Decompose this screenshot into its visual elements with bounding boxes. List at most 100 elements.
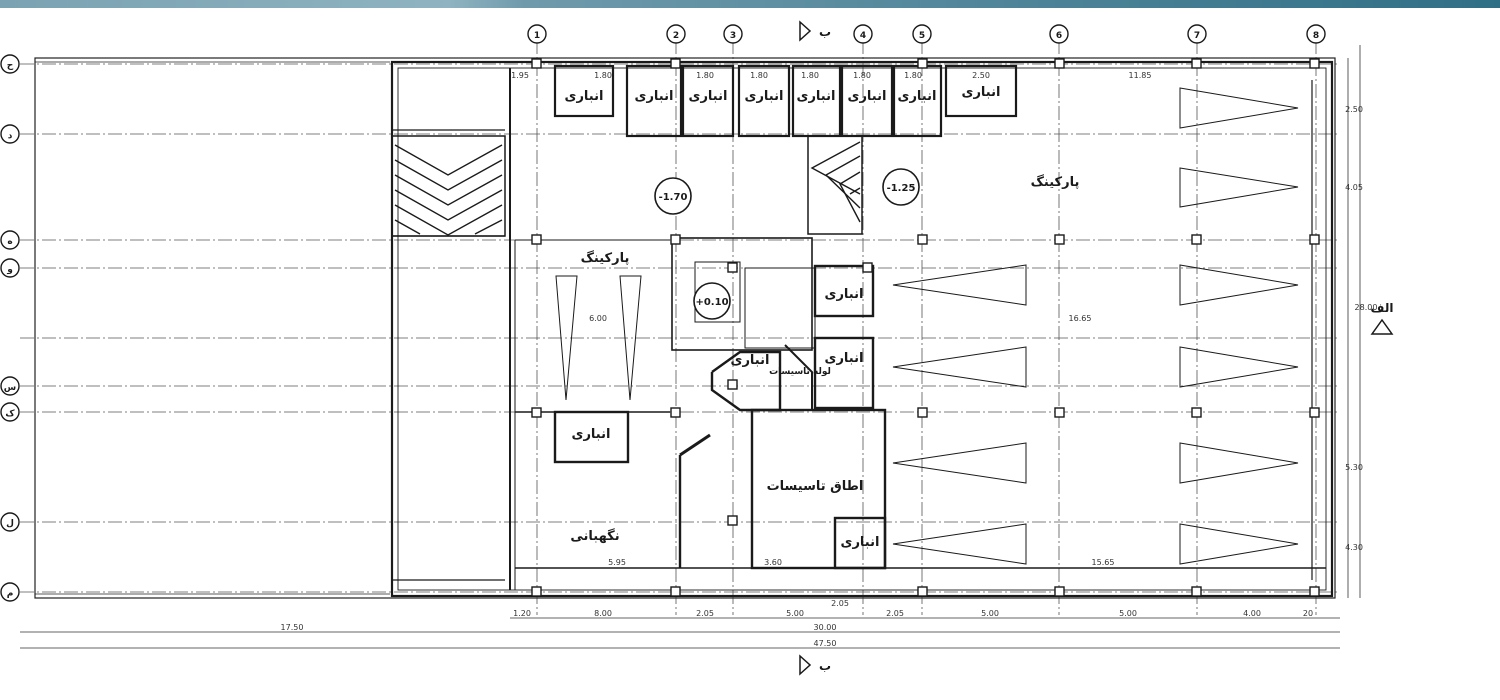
level-markers: -1.70 -1.25 +0.10 bbox=[654, 168, 920, 320]
dim-inner-4: 6.00 bbox=[589, 314, 607, 323]
ramp-left bbox=[391, 135, 506, 237]
shaft-label: لوله تاسیسات bbox=[769, 367, 831, 377]
row-axis-bubbles: ح د ه و س ک ل م bbox=[0, 54, 20, 602]
svg-text:ح: ح bbox=[7, 61, 14, 71]
dim-bottom-9: 20 bbox=[1303, 609, 1313, 618]
dim-inner-2: 3.60 bbox=[764, 558, 782, 567]
parking-label-left: پارکینگ bbox=[581, 250, 630, 266]
header-banner bbox=[0, 0, 1500, 8]
section-marks: ب ب الف bbox=[799, 20, 1394, 676]
storage-label: انباری bbox=[797, 89, 836, 104]
dim-right-4: 28.00 bbox=[1355, 303, 1378, 312]
dim-total-1: 30.00 bbox=[814, 623, 837, 632]
storage-label: انباری bbox=[565, 89, 604, 104]
dim-right-0: 2.50 bbox=[1345, 105, 1363, 114]
level-marker-c: +0.10 bbox=[693, 282, 731, 320]
parking-label-main: پارکینگ bbox=[1031, 174, 1080, 190]
svg-text:2: 2 bbox=[673, 31, 679, 41]
core-walls bbox=[671, 237, 887, 570]
axis-bubble-row-3: ه bbox=[0, 230, 20, 250]
svg-text:5: 5 bbox=[919, 31, 925, 41]
level-marker-a: -1.70 bbox=[654, 177, 692, 215]
svg-text:-1.70: -1.70 bbox=[659, 192, 688, 203]
guard-room-label: نگهبانی bbox=[570, 528, 619, 544]
axis-bubble-7: 7 bbox=[1187, 24, 1207, 44]
svg-text:3: 3 bbox=[730, 31, 736, 41]
axis-bubble-row-2: د bbox=[0, 124, 20, 144]
axis-bubble-row-1: ح bbox=[0, 54, 20, 74]
dim-inner-5: 16.65 bbox=[1069, 314, 1092, 323]
dim-bottom-0: 1.20 bbox=[513, 609, 531, 618]
section-mark-top: ب bbox=[799, 20, 831, 42]
dim-bottom-3: 5.00 bbox=[786, 609, 804, 618]
storage-label: انباری bbox=[848, 89, 887, 104]
columns bbox=[531, 58, 1320, 597]
svg-text:1: 1 bbox=[534, 31, 540, 41]
axis-bubble-3: 3 bbox=[723, 24, 743, 44]
ramp-right bbox=[807, 135, 863, 235]
dim-right-3: 4.30 bbox=[1345, 543, 1363, 552]
dim-bottom-2: 2.05 bbox=[696, 609, 714, 618]
svg-text:+0.10: +0.10 bbox=[695, 297, 728, 308]
column-axis-bubbles: 1 2 3 4 5 6 7 8 bbox=[527, 24, 1326, 44]
section-mark-right: الف bbox=[1371, 301, 1394, 335]
axis-bubble-row-6: ک bbox=[0, 402, 20, 422]
dim-bottom-1: 8.00 bbox=[594, 609, 612, 618]
dim-inner-3: 15.65 bbox=[1092, 558, 1115, 567]
svg-text:س: س bbox=[4, 383, 16, 393]
svg-text:6: 6 bbox=[1056, 31, 1062, 41]
svg-text:ه: ه bbox=[7, 237, 12, 247]
svg-text:م: م bbox=[7, 589, 14, 599]
dim-inner-12: 2.50 bbox=[972, 71, 990, 80]
dim-inner-0: 1.95 bbox=[511, 71, 529, 80]
dim-inner-7: 1.80 bbox=[696, 71, 714, 80]
storage-label: انباری bbox=[572, 427, 611, 442]
storage-label: انباری bbox=[635, 89, 674, 104]
dim-inner-1: 5.95 bbox=[608, 558, 626, 567]
dimension-lines bbox=[20, 45, 1361, 649]
dim-right-2: 5.30 bbox=[1345, 463, 1363, 472]
dim-inner-13: 11.85 bbox=[1129, 71, 1152, 80]
svg-text:ک: ک bbox=[5, 409, 15, 419]
level-marker-b: -1.25 bbox=[882, 168, 920, 206]
dim-right-1: 4.05 bbox=[1345, 183, 1363, 192]
dim-bottom-5: 2.05 bbox=[886, 609, 904, 618]
svg-text:د: د bbox=[8, 131, 13, 141]
site-boundary bbox=[34, 57, 1336, 599]
boiler-room-label: اطاق تاسیسات bbox=[767, 479, 864, 494]
room-labels: انباری انباری انباری انباری انباری انبار… bbox=[565, 85, 1080, 550]
dim-bottom-7: 5.00 bbox=[1119, 609, 1137, 618]
axis-bubble-8: 8 bbox=[1306, 24, 1326, 44]
svg-text:8: 8 bbox=[1313, 31, 1319, 41]
storage-row-top bbox=[553, 64, 1018, 138]
storage-label: انباری bbox=[841, 535, 880, 550]
axis-bubble-1: 1 bbox=[527, 24, 547, 44]
axis-bubble-row-7: ل bbox=[0, 512, 20, 532]
axis-bubble-4: 4 bbox=[853, 24, 873, 44]
svg-text:ب: ب bbox=[819, 659, 831, 673]
axis-bubble-row-5: س bbox=[0, 376, 20, 396]
storage-label: انباری bbox=[898, 89, 937, 104]
storage-label: انباری bbox=[825, 351, 864, 366]
svg-text:ل: ل bbox=[6, 519, 14, 529]
svg-text:الف: الف bbox=[1371, 301, 1394, 315]
dim-bottom-6: 5.00 bbox=[981, 609, 999, 618]
storage-label: انباری bbox=[825, 287, 864, 302]
storage-label: انباری bbox=[689, 89, 728, 104]
svg-text:و: و bbox=[6, 265, 13, 275]
axis-bubble-2: 2 bbox=[666, 24, 686, 44]
storage-label: انباری bbox=[962, 85, 1001, 100]
dimension-texts: 1.20 8.00 2.05 5.00 2.05 2.05 5.00 5.00 … bbox=[281, 71, 1378, 648]
dim-inner-6: 1.80 bbox=[594, 71, 612, 80]
dim-inner-10: 1.80 bbox=[853, 71, 871, 80]
storage-label: انباری bbox=[745, 89, 784, 104]
axis-bubble-row-8: م bbox=[0, 582, 20, 602]
dim-bottom-8: 4.00 bbox=[1243, 609, 1261, 618]
dim-total-2: 47.50 bbox=[814, 639, 837, 648]
section-mark-bottom: ب bbox=[799, 654, 831, 676]
outer-walls bbox=[390, 60, 1334, 598]
svg-text:-1.25: -1.25 bbox=[887, 183, 916, 194]
svg-text:7: 7 bbox=[1194, 31, 1200, 41]
dim-inner-8: 1.80 bbox=[750, 71, 768, 80]
